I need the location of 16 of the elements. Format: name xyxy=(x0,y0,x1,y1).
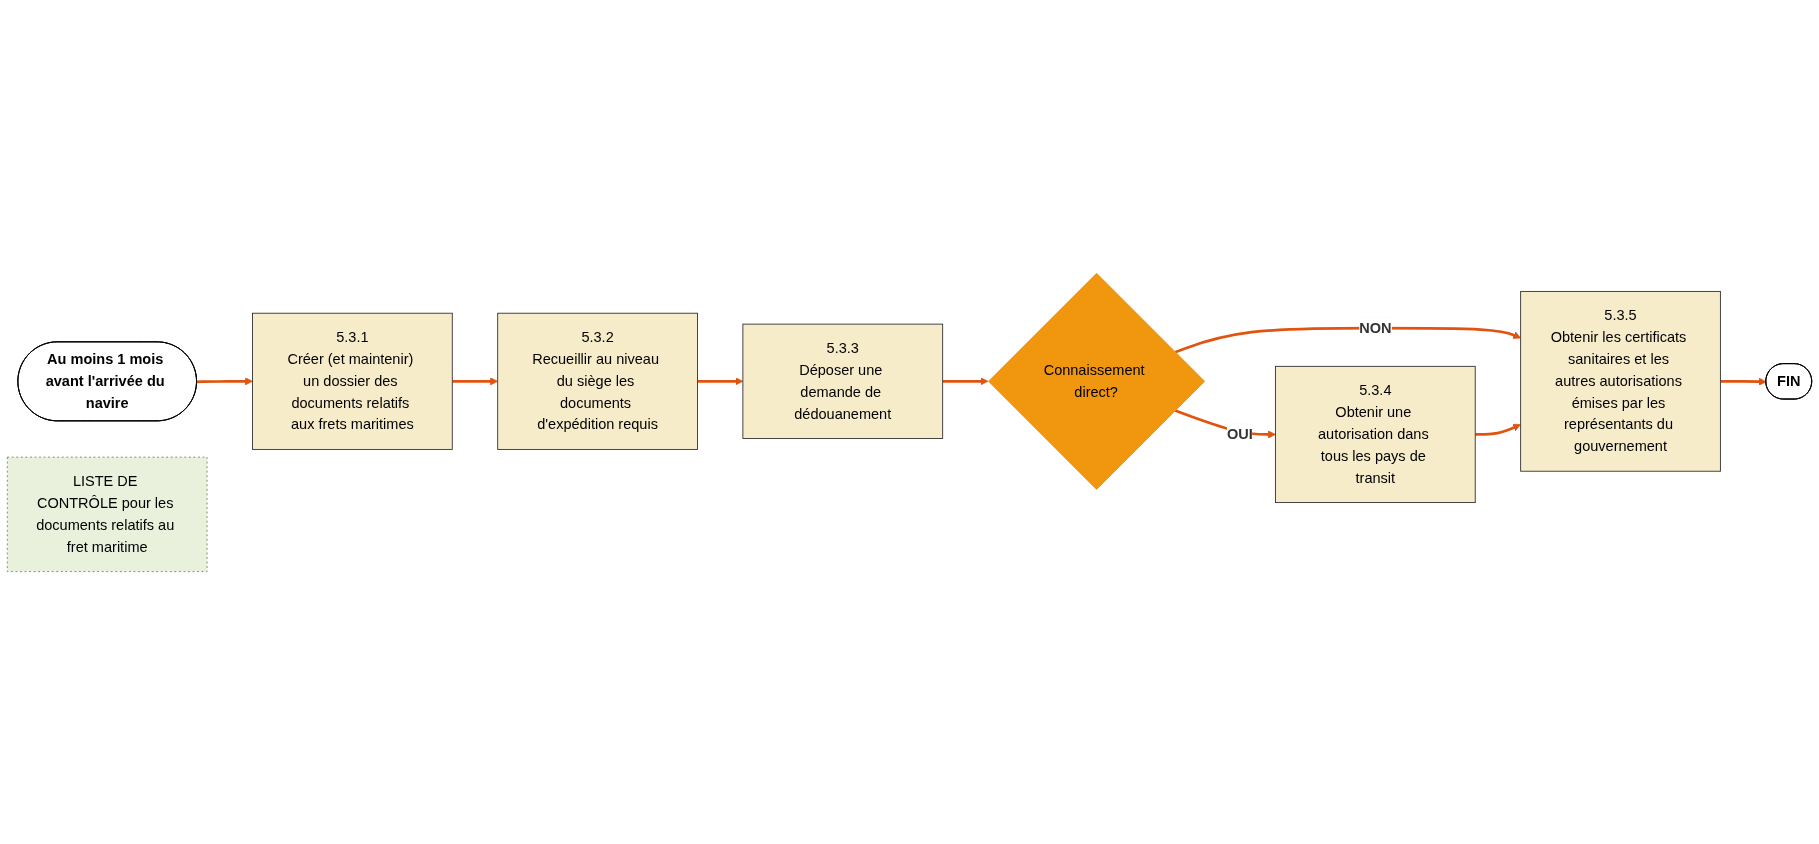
arrow xyxy=(452,376,499,385)
edge-label: NON xyxy=(1359,319,1392,336)
arrow xyxy=(196,376,253,385)
node-box: LISTE DE CONTRÔLE pour les documents relatifs au fret maritime xyxy=(6,456,208,572)
arrow xyxy=(1475,423,1521,436)
node-box: 5.3.5 Obtenir les certificats sanitaires et les autres autorisations émises par les représentants du gouvernement xyxy=(1520,290,1721,472)
node-box: 5.3.3 Déposer une demande de dédouanement xyxy=(742,323,944,439)
arrow xyxy=(697,376,744,385)
arrow xyxy=(1720,377,1767,386)
node-box: 5.3.1 Créer (et maintenir) un dossier des documents relatifs aux frets maritimes xyxy=(252,312,453,450)
arrow xyxy=(1174,326,1521,353)
edge-label: OUI xyxy=(1226,425,1253,442)
node-box: 5.3.2 Recueillir au niveau du siège les documents d'expédition requis xyxy=(497,312,698,450)
node-box: 5.3.4 Obtenir une autorisation dans tous les pays de transit xyxy=(1275,365,1476,503)
arrow xyxy=(942,376,989,385)
node-diamond: Connaissement direct? xyxy=(988,272,1206,490)
